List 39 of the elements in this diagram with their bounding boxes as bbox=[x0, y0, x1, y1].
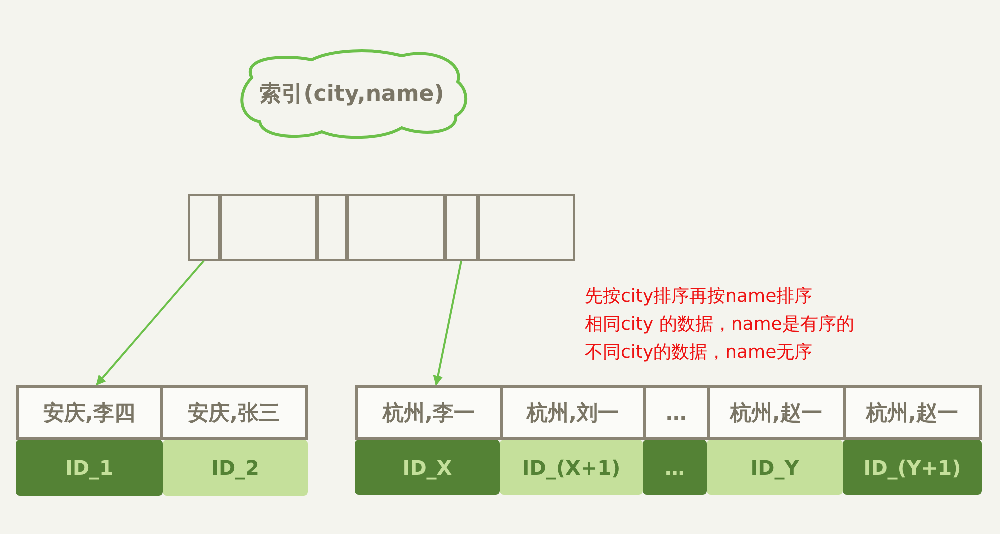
key-cell bbox=[160, 385, 308, 440]
id-text: ID_(Y+1) bbox=[864, 456, 962, 480]
key-cell bbox=[355, 385, 503, 440]
key-text: … bbox=[666, 400, 687, 424]
pointer-cell bbox=[346, 194, 444, 260]
id-text: ID_2 bbox=[212, 456, 260, 480]
key-cell bbox=[500, 385, 646, 440]
id-cell bbox=[643, 440, 707, 495]
key-text: 杭州,刘一 bbox=[527, 400, 619, 426]
pointer-cell bbox=[316, 194, 346, 260]
id-text: ID_1 bbox=[66, 456, 114, 480]
key-text: 杭州,赵一 bbox=[866, 400, 958, 426]
id-text: ID_(X+1) bbox=[522, 456, 621, 480]
key-cell bbox=[643, 385, 710, 440]
id-cell bbox=[707, 440, 843, 495]
key-text: 杭州,赵一 bbox=[730, 400, 822, 426]
key-text: 安庆,李四 bbox=[44, 400, 136, 426]
key-text: 杭州,李一 bbox=[383, 400, 475, 426]
index-node-box bbox=[188, 194, 575, 261]
id-text: ID_X bbox=[402, 456, 452, 480]
id-cell bbox=[16, 440, 163, 496]
id-cell bbox=[500, 440, 643, 495]
pointer-cell bbox=[444, 194, 478, 260]
note-text: 相同city 的数据，name是有序的 bbox=[585, 313, 854, 336]
pointer-cell bbox=[220, 194, 316, 260]
key-cell bbox=[707, 385, 846, 440]
key-cell bbox=[16, 385, 163, 440]
key-cell bbox=[843, 385, 982, 440]
arrow bbox=[96, 260, 205, 386]
arrow bbox=[433, 260, 462, 386]
id-cell bbox=[163, 440, 308, 496]
id-text: … bbox=[665, 456, 685, 480]
note-text: 先按city排序再按name排序 bbox=[585, 285, 813, 308]
key-text: 安庆,张三 bbox=[188, 400, 280, 426]
id-cell bbox=[843, 440, 982, 495]
index-label: 索引(city,name) bbox=[260, 81, 444, 109]
note-text: 不同city的数据，name无序 bbox=[585, 341, 813, 364]
id-cell bbox=[355, 440, 500, 495]
id-text: ID_Y bbox=[750, 456, 800, 480]
